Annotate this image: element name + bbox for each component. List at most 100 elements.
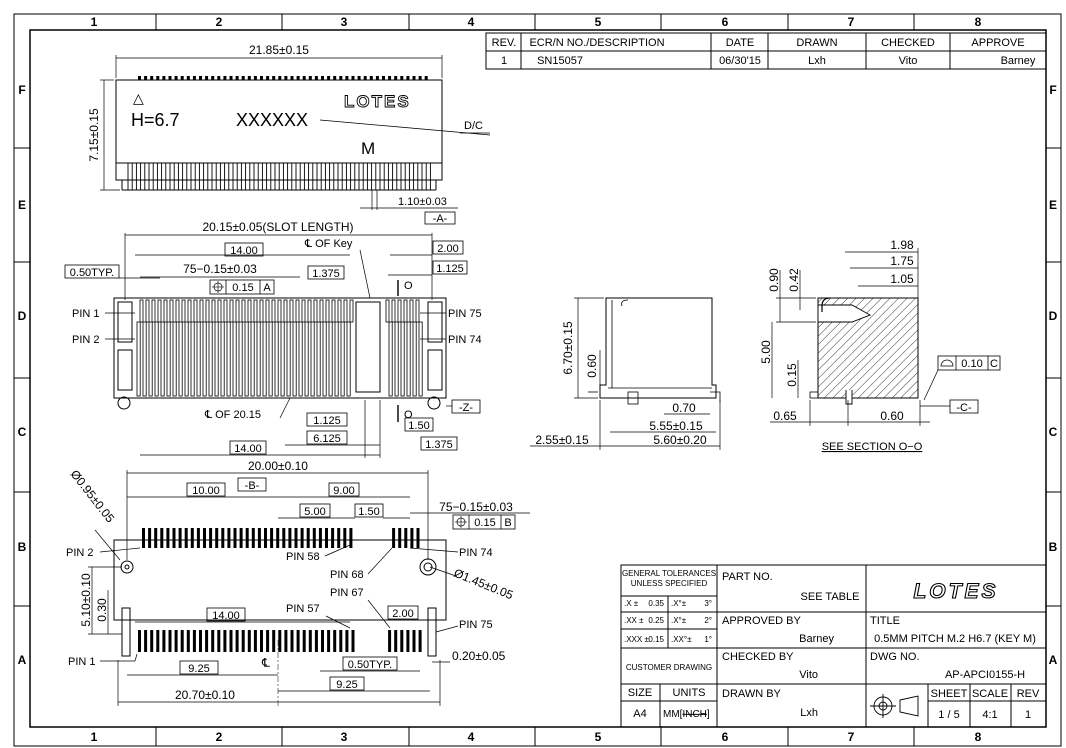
footprint-pad-top (404, 528, 408, 548)
front-contact-top (235, 299, 240, 323)
footprint-pad-bottom (223, 630, 227, 652)
top-pin-tip (369, 76, 373, 80)
zone-row-label: B (18, 540, 27, 554)
footprint-pad-top (288, 528, 292, 548)
footprint-pad-top (227, 528, 231, 548)
datum-a: -A- (433, 213, 448, 225)
footprint-pad-bottom (144, 630, 148, 652)
side-dim-060: 0.60 (585, 354, 599, 378)
front-contact-bottom (268, 321, 273, 397)
footprint-pad-top (196, 528, 200, 548)
top-pin-tip (217, 76, 221, 80)
front-contact-bottom (346, 321, 351, 397)
front-contact-bottom (280, 321, 285, 397)
front-contact-top (343, 299, 348, 323)
front-pin75: PIN 75 (448, 308, 482, 320)
rev-row-rev: 1 (501, 55, 507, 67)
fp-pin57: PIN 57 (286, 603, 320, 615)
front-contact-bottom (142, 321, 147, 397)
rev-row-checked: Vito (899, 55, 918, 67)
top-pin-tip (223, 76, 227, 80)
tol-row-angle-label: .XX°± (671, 635, 692, 644)
top-pin-tip (156, 76, 160, 80)
front-position-tol: 0.15 (232, 282, 253, 294)
front-contact-bottom (238, 321, 243, 397)
marking-triangle: △ (133, 90, 144, 106)
front-bot-1375: 1.375 (425, 439, 453, 451)
front-dim-2: 2.00 (437, 243, 458, 255)
top-view-pin-row (138, 76, 428, 80)
front-contact-bottom (412, 321, 417, 397)
front-contact-bottom (154, 321, 159, 397)
dwg-value: AP-APCI0155-H (945, 669, 1025, 681)
front-contact-bottom (334, 321, 339, 397)
front-contact-bottom (148, 321, 153, 397)
part-no-value: SEE TABLE (801, 591, 860, 603)
footprint-pad-bottom (229, 630, 233, 652)
top-pin-tip (333, 76, 337, 80)
rev-header-approve: APPROVE (971, 37, 1024, 49)
tol-row-angle-value: 2° (704, 616, 712, 625)
tol-row-label: .X ± (624, 599, 639, 608)
footprint-pad-top (318, 528, 322, 548)
front-center-label: ℄ OF 20.15 (204, 409, 261, 421)
footprint-pad-bottom (388, 630, 392, 652)
rev-value: 1 (1025, 709, 1031, 721)
top-view-lead-row (127, 163, 431, 190)
checked-label: CHECKED BY (722, 651, 794, 663)
front-contact-top (349, 299, 354, 323)
footprint-pad-bottom (150, 630, 154, 652)
footprint-pad-top (410, 528, 414, 548)
front-contact-top (301, 299, 306, 323)
sec-dim-090: 0.90 (767, 268, 781, 292)
top-pin-tip (205, 76, 209, 80)
front-contact-top (415, 299, 420, 323)
footprint-pad-bottom (199, 630, 202, 652)
fp-pitch: 0.50TYP. (348, 659, 392, 671)
zone-column-label: 7 (848, 730, 855, 744)
front-contact-top (223, 299, 228, 323)
front-view-pins-top (139, 299, 420, 323)
fp-total: 20.70±0.10 (175, 688, 235, 702)
sheet-label: SHEET (931, 688, 968, 700)
front-contact-bottom (208, 321, 213, 397)
footprint-pad-top (142, 528, 145, 548)
front-contact-bottom (250, 321, 255, 397)
zone-ticks (14, 14, 1061, 746)
footprint-pad-bottom (345, 630, 349, 652)
zone-column-label: 8 (975, 15, 982, 29)
zone-row-label: A (18, 653, 27, 667)
zone-column-label: 1 (91, 730, 98, 744)
footprint-pad-bottom (174, 630, 178, 652)
zone-column-label: 4 (468, 15, 475, 29)
zone-row-label: C (1049, 425, 1058, 439)
front-contact-bottom (286, 321, 291, 397)
top-pin-tip (400, 76, 404, 80)
fp-dim-5: 5.00 (304, 506, 325, 518)
front-contact-top (205, 299, 210, 323)
tol-row-value: 0.15 (648, 635, 664, 644)
front-contact-top (397, 299, 402, 323)
top-pin-tip (278, 76, 282, 80)
approved-label: APPROVED BY (722, 615, 802, 627)
top-pin-tip (266, 76, 270, 80)
tol-row-value: 0.35 (648, 599, 664, 608)
footprint-pad-bottom (186, 630, 190, 652)
fp-center-mark: ℄ (261, 656, 270, 670)
rev-row-drawn: Lxh (808, 55, 826, 67)
front-contact-bottom (310, 321, 315, 397)
front-contact-bottom (244, 321, 249, 397)
top-pin-tip (314, 76, 318, 80)
front-bot-6125: 6.125 (313, 433, 341, 445)
sec-dim-105: 1.05 (890, 272, 914, 286)
footprint-pad-bottom (235, 630, 239, 652)
top-pin-tip (211, 76, 215, 80)
footprint-pads-bottom (138, 630, 422, 652)
footprint-pad-top (325, 528, 328, 548)
sec-dim-065: 0.65 (773, 409, 797, 423)
slot-length-dim: 20.15±0.05(SLOT LENGTH) (202, 220, 353, 234)
top-pin-tip (235, 76, 239, 80)
front-contact-top (169, 299, 174, 323)
fp-pin-pitch: 75−0.15±0.03 (439, 500, 513, 514)
front-contact-top (229, 299, 234, 323)
